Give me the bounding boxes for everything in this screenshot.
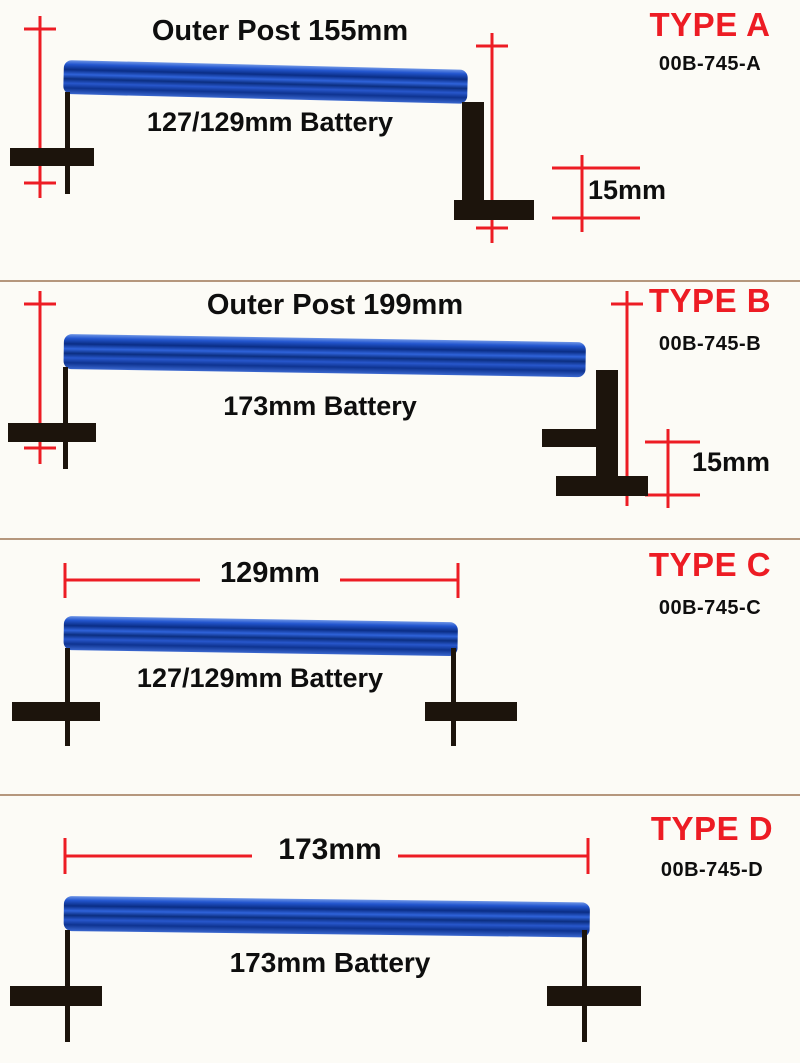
part-number-a: 00B-745-A <box>658 53 762 75</box>
offset-bracket-ledge-b <box>542 429 598 447</box>
outer-post-bar-b <box>63 334 586 378</box>
part-number-b: 00B-745-B <box>658 333 762 355</box>
left-post-stem-a <box>65 92 70 194</box>
type-c-heading: TYPE C <box>648 546 772 583</box>
offset-dimension-label-b: 15mm <box>692 447 771 477</box>
battery-size-label-d: 173mm Battery <box>229 947 431 978</box>
right-post-cross-c <box>425 702 517 721</box>
outer-post-dimension-label-b: Outer Post 199mm <box>206 289 464 321</box>
offset-bracket-foot-a <box>454 200 534 220</box>
section-divider-bc <box>0 538 800 540</box>
battery-size-label-a: 127/129mm Battery <box>146 107 394 137</box>
type-c-graphic <box>12 563 517 746</box>
type-b-graphic <box>8 291 700 508</box>
part-number-c: 00B-745-C <box>658 597 762 619</box>
left-post-cross-b <box>8 423 96 442</box>
right-post-cross-d <box>547 986 641 1006</box>
mounting-hardware-d <box>10 930 641 1042</box>
left-post-stem-b <box>63 367 68 469</box>
mounting-hardware-b <box>8 367 648 496</box>
section-divider-cd <box>0 794 800 796</box>
mounting-hardware-a <box>10 92 534 220</box>
right-post-stem-c <box>451 648 456 746</box>
left-post-cross-a <box>10 148 94 166</box>
outer-post-bar-a <box>63 60 468 104</box>
outer-post-dimension-label-a: Outer Post 155mm <box>151 15 409 47</box>
offset-bracket-vertical-b <box>596 370 618 492</box>
type-b-heading: TYPE B <box>648 282 772 319</box>
offset-bracket-foot-b <box>556 476 648 496</box>
left-post-stem-c <box>65 648 70 746</box>
type-a-graphic <box>10 16 640 243</box>
battery-size-label-c: 127/129mm Battery <box>136 663 384 693</box>
battery-size-label-b: 173mm Battery <box>223 391 417 421</box>
offset-bracket-vertical-a <box>462 102 484 206</box>
mounting-hardware-c <box>12 648 517 746</box>
type-d-graphic <box>10 838 641 1042</box>
type-d-heading: TYPE D <box>650 810 774 847</box>
post-dimension-label-c: 129mm <box>220 557 320 589</box>
outer-post-bar-d <box>63 896 590 938</box>
dimension-lines-d <box>63 838 590 874</box>
section-divider-ab <box>0 280 800 282</box>
post-dimension-label-d: 173mm <box>278 833 382 866</box>
left-post-cross-d <box>10 986 102 1006</box>
part-number-d: 00B-745-D <box>660 859 764 881</box>
offset-dimension-label-a: 15mm <box>588 175 667 205</box>
dimension-lines-c <box>63 563 460 598</box>
outer-post-bar-c <box>63 616 458 657</box>
type-a-heading: TYPE A <box>649 6 771 43</box>
left-post-cross-c <box>12 702 100 721</box>
